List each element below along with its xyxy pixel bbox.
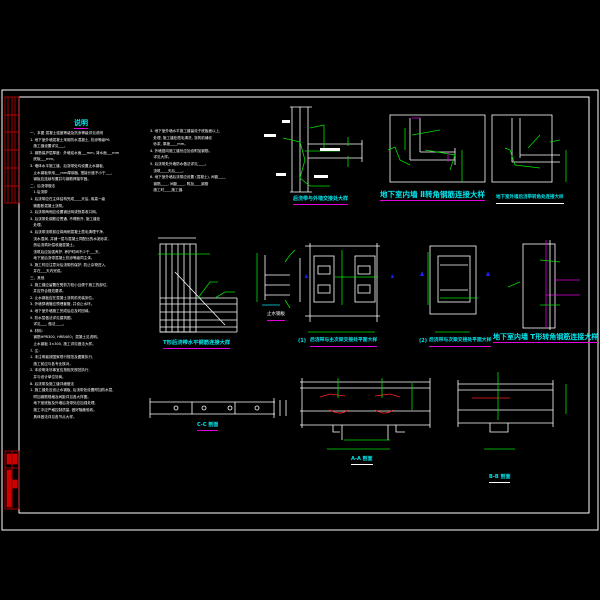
note-line: 二、后浇带做法	[30, 183, 56, 188]
section-cc-drawing	[149, 398, 287, 418]
note-line: 2. 后浇带两侧应设置钢丝网或快易收口网。	[30, 210, 100, 215]
note-line: 8. 后浇带及施工缝详细做法	[30, 381, 75, 386]
note-line: 地下室底板及外墙后浇带处应加强处理,	[30, 401, 96, 406]
note-line: 一、本图 混凝土强度等级及抗渗等级详见说明	[30, 131, 104, 135]
section-aa-drawing	[300, 378, 431, 450]
note-line: 详见大样。	[150, 155, 172, 160]
note-line: 止水钢板 3×300, 施工详见做法大样。	[30, 342, 96, 346]
note-line: 1. 地下室外墙混凝土采用防水混凝土, 抗渗等级P6	[30, 137, 110, 142]
general-notes-column-2: 3. 地下室外墙水平施工缝留设于底板面以上, 处理, 施工缝处凿毛清洗, 浇筑前…	[150, 128, 226, 194]
note-line: 并在___天内完成。	[30, 269, 64, 274]
detail-1-drawing	[264, 106, 363, 193]
note-line: 施工时____施工缝.	[150, 188, 184, 193]
view-title-section-cc: C-C 剖面	[197, 421, 219, 431]
inner-frame	[18, 96, 590, 514]
view-title-detail-2: 地下室内墙 Ⅱ转角钢筋连接大样	[380, 190, 486, 201]
view-number-detail-6: (1)	[298, 338, 307, 344]
note-line: 4. 后浇带浇筑前应将两侧混凝土凿毛清理干净,	[30, 229, 104, 234]
note-line: 处理, 施工缝处凿毛清洗, 浇筑前铺设	[150, 135, 212, 140]
note-line: 底板___mm。	[30, 157, 57, 162]
note-line: 6. 地下室外墙后浇带应设置 (混凝土), 间距____	[150, 175, 226, 180]
note-line: 3. 后浇带处钢筋应贯通, 不得断开, 施工缝处	[30, 216, 101, 221]
note-line: 钢板应连续布置并与钢筋焊接牢固。	[30, 177, 91, 182]
note-line: 附加钢筋规格及间距详见各大样图。	[30, 394, 91, 399]
view-title-detail-7: 后浇带与次梁交接处平面大样	[429, 337, 492, 347]
note-line: 并应符合规范要求。	[30, 289, 66, 294]
note-line: 2. 本说明未尽事宜应按相关规范执行,	[30, 368, 90, 373]
note-line: 1. 后浇带应在主体结构完成____天后, 用高一级	[30, 196, 106, 201]
note-line: 然后浇筑补偿收缩混凝土。	[30, 243, 77, 248]
note-line: 1. 施工缝处应设止水钢板, 后浇带处设置附加防水层,	[30, 388, 114, 393]
note-line: 4. 地下室外墙施工完成后应及时回填。	[30, 309, 93, 314]
note-line: 1. 施工缝应留置在受剪力较小且便于施工的部位,	[30, 282, 108, 287]
note-line: 地下室后浇带混凝土抗渗等级同主体。	[30, 256, 95, 261]
note-line: 并与设计单位协商。	[30, 374, 66, 379]
note-line: 1.后浇带	[30, 190, 48, 195]
note-line: 钢筋HPB300, HRB400；混凝土见说明。	[30, 335, 101, 340]
note-line: 浇筑后应加强养护, 养护时间不少于___天,	[30, 249, 100, 254]
section-bb-drawing	[457, 372, 567, 450]
view-title-section-bb: B-B 剖面	[489, 473, 511, 483]
note-line: 三、其他	[30, 276, 45, 281]
note-line: 5. 施工时应注意对后浇带的保护, 防止杂物进入,	[30, 262, 107, 267]
note-line: 6. 材料：	[30, 328, 46, 333]
view-title-section-aa: A-A 剖面	[351, 455, 373, 465]
view-title-detail-8: 地下室内墙 T形转角钢筋连接大样	[493, 333, 599, 343]
note-line: 详见___, 做法____。	[30, 322, 67, 327]
note-line: 施工前应与各专业核对。	[30, 361, 73, 366]
view-title-detail-6: 后浇带与主次梁交接处平面大样	[310, 337, 378, 347]
title-block-strip	[4, 96, 20, 510]
detail-2-drawing	[387, 114, 486, 183]
view-number-detail-7: (2)	[419, 338, 428, 344]
detail-5-drawing	[256, 249, 296, 309]
view-title-detail-4: T形后浇带水平钢筋连接大样	[163, 339, 231, 349]
note-line: 3. 地下室外墙水平施工缝留设于底板面以上,	[150, 129, 221, 133]
note-line: 2. 止水钢板应在混凝土浇筑前安装到位。	[30, 295, 96, 300]
general-notes-column-1: 一、本图 混凝土强度等级及抗渗等级详见说明 1. 地下室外墙混凝土采用防水混凝土,…	[30, 130, 119, 420]
note-line: 浇水湿润, 并铺一层与混凝土同配比的水泥砂浆,	[30, 236, 109, 241]
note-line: 浇筑____天后____。	[150, 168, 186, 173]
note-line: 7. 注：	[30, 348, 42, 353]
detail-6-drawing	[299, 243, 394, 333]
note-line: 3. 外墙穿墙管应预埋套管, 并设止水环。	[30, 302, 95, 307]
note-line: 止水钢板采用___mm厚钢板, 搭接长度不小于___,	[30, 170, 113, 175]
note-line: 5. 防水层做法详见建筑图。	[30, 315, 75, 320]
detail-4-drawing	[158, 237, 238, 333]
note-line: 1. 未注明者按国家现行规范及图集执行,	[30, 355, 94, 360]
note-line: 砂浆, 厚度____mm。	[150, 142, 188, 147]
note-line: 5. 后浇带处外墙防水做法详见____。	[150, 161, 209, 166]
view-title-detail-1: 后浇带与外墙交接处大样	[293, 195, 349, 205]
note-line: 处理。	[30, 223, 45, 228]
note-line: 微膨胀混凝土浇筑。	[30, 203, 66, 208]
view-title-detail-3: 地下室外墙后浇带转角处连接大样	[496, 194, 564, 204]
note-line: 施工缝设置详见___。	[30, 144, 68, 149]
note-line: 钢筋____, 间距____, 附加____钢筋	[150, 181, 209, 186]
note-line: 3. 墙体水平施工缝、后浇带处均设置止水钢板,	[30, 163, 104, 168]
detail-3-drawing	[491, 114, 567, 183]
note-line: 具体做法详见各节点大样。	[30, 414, 77, 419]
note-line: 施工中应严格控制质量, 做好隐蔽验收。	[30, 407, 97, 412]
notes-title: 说明	[74, 119, 88, 129]
outer-frame	[1, 89, 599, 531]
note-line: 4. 外墙竖向施工缝处应加设附加钢筋。	[150, 148, 213, 153]
detail-7-drawing	[420, 245, 490, 333]
note-line: 2. 钢筋保护层厚度：外墙迎水面___mm, 背水面___mm	[30, 150, 120, 155]
view-title-detail-5: 止水钢板	[267, 311, 285, 321]
detail-8-drawing	[507, 240, 580, 330]
